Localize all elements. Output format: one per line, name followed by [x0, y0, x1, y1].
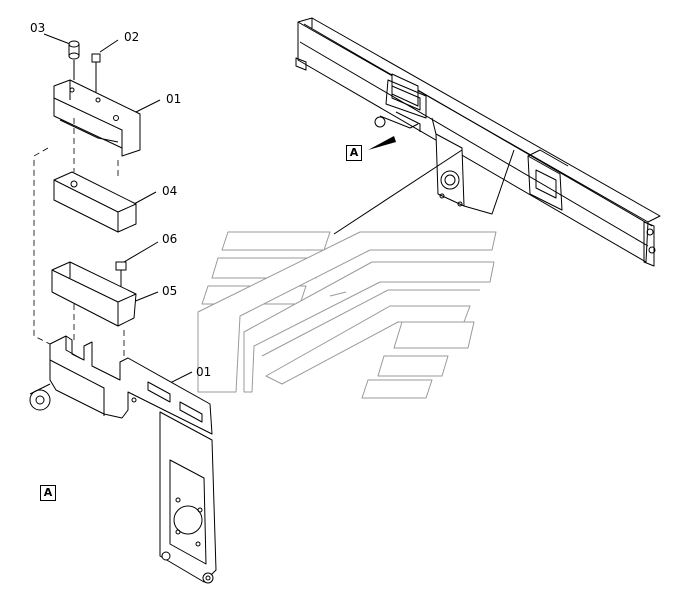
part-label-01-bottom: 01	[196, 365, 212, 379]
overview-assembly	[295, 17, 661, 267]
part-label-01-top: 01	[166, 92, 182, 106]
view-callout-detail: A	[40, 485, 56, 501]
part-label-05: 05	[162, 284, 178, 298]
part-label-06: 06	[162, 232, 178, 246]
part-label-02: 02	[124, 30, 140, 44]
part-label-04: 04	[162, 184, 178, 198]
exploded-view	[29, 33, 217, 584]
part-label-03: 03	[30, 21, 46, 35]
watermark-logo	[197, 231, 497, 399]
view-callout-overview: A	[346, 145, 362, 161]
